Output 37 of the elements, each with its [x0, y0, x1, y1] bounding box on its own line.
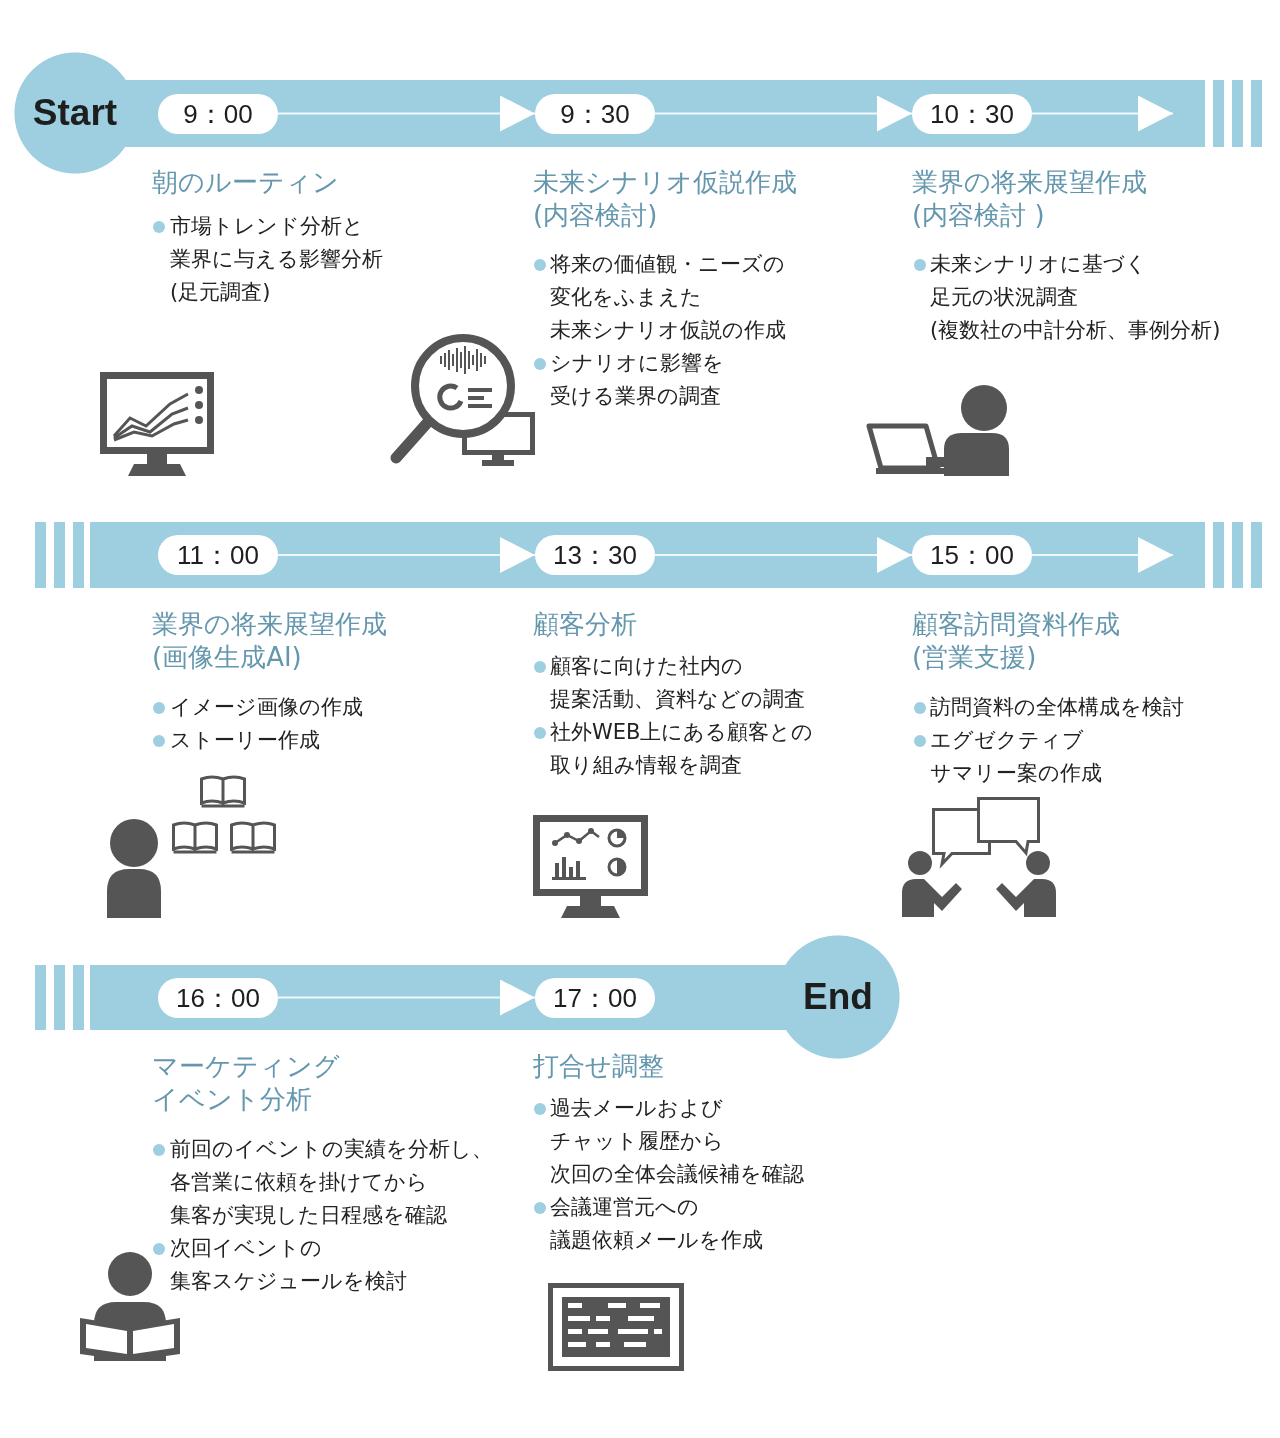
arrow — [654, 95, 913, 132]
bullet-text: 前回のイベントの実績を分析し、各営業に依頼を掛けてから集客が実現した日程感を確認 — [170, 1136, 493, 1229]
activity-heading: 打合せ調整 — [533, 1050, 664, 1083]
activity-heading: 業界の将来展望作成(内容検討 ) — [912, 166, 1147, 232]
activity-heading: 業界の将来展望作成(画像生成AI) — [152, 608, 387, 674]
arrow — [654, 537, 913, 573]
time-pill: 11：00 — [158, 535, 278, 575]
time-pill: 16：00 — [158, 977, 278, 1018]
arrow — [1031, 95, 1174, 132]
time-pill: 15：00 — [912, 535, 1032, 575]
time-pill: 17：00 — [535, 977, 655, 1018]
time-pill: 9：30 — [535, 93, 655, 134]
activity-heading: 顧客分析 — [533, 608, 637, 641]
bullet-text: 社外WEB上にある顧客との取り組み情報を調査 — [550, 719, 814, 779]
arrow — [277, 537, 536, 573]
activity-heading: 未来シナリオ仮説作成(内容検討) — [533, 166, 797, 232]
bullet-text: 次回イベントの集客スケジュールを検討 — [170, 1235, 407, 1295]
arrow — [277, 95, 536, 132]
bullet-text: イメージ画像の作成 — [170, 694, 363, 721]
time-pill: 10：30 — [912, 93, 1032, 134]
bullet-text: 訪問資料の全体構成を検討 — [930, 694, 1184, 721]
activity-heading: 朝のルーティン — [152, 166, 339, 199]
bullet-text: 顧客に向けた社内の提案活動、資料などの調査 — [550, 653, 805, 713]
bullet-text: ストーリー作成 — [170, 727, 320, 754]
arrow — [277, 979, 536, 1016]
bullet-text: 会議運営元への議題依頼メールを作成 — [550, 1194, 763, 1254]
arrow — [1031, 537, 1174, 573]
bullet-text: 市場トレンド分析と業界に与える影響分析(足元調査) — [170, 213, 383, 306]
bullet-text: エグゼクティブサマリー案の作成 — [930, 727, 1102, 787]
activity-heading: マーケティングイベント分析 — [152, 1050, 340, 1116]
time-pill: 9：00 — [158, 93, 278, 134]
bullet-text: 将来の価値観・ニーズの変化をふまえた未来シナリオ仮説の作成 — [550, 251, 786, 344]
bullet-text: 未来シナリオに基づく足元の状況調査(複数社の中計分析、事例分析) — [930, 251, 1221, 344]
bullet-text: 過去メールおよびチャット履歴から次回の全体会議候補を確認 — [550, 1095, 804, 1188]
bullet-text: シナリオに影響を受ける業界の調査 — [550, 350, 724, 410]
time-pill: 13：30 — [535, 535, 655, 575]
activity-heading: 顧客訪問資料作成(営業支援) — [912, 608, 1120, 674]
